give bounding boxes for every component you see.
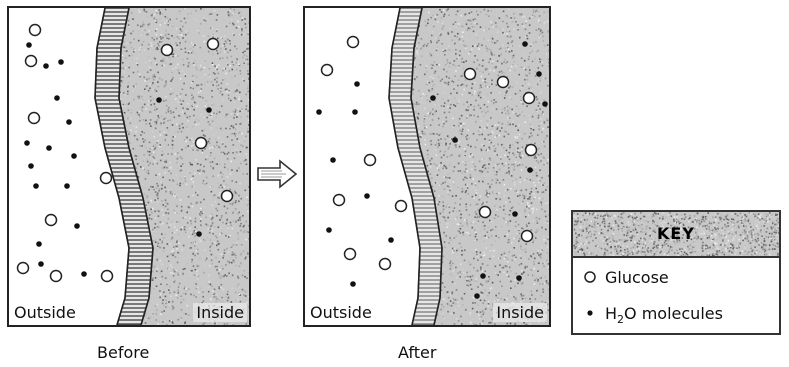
water-molecule [350,281,356,287]
after-caption: After [398,343,436,362]
filled-dot-icon [583,304,605,323]
glucose-molecule [465,69,476,80]
glucose-molecule [51,271,62,282]
water-molecule [43,63,49,69]
glucose-molecule [18,263,29,274]
before-panel: Outside Inside [7,6,251,327]
glucose-molecule [396,201,407,212]
glucose-molecule [101,173,112,184]
water-molecule [512,211,518,217]
water-molecule [71,153,77,159]
after-outside-label: Outside [307,303,375,322]
key-row-water: H2O molecules [583,304,723,326]
water-molecule [33,183,39,189]
water-molecule [388,237,394,243]
key-box: KEY Glucose H2O molecules [571,210,781,335]
water-molecule [24,140,30,146]
glucose-molecule [29,113,40,124]
key-row-glucose: Glucose [583,268,669,287]
water-molecule [474,293,480,299]
glucose-molecule [208,39,219,50]
glucose-label: Glucose [605,268,669,287]
glucose-molecule [380,259,391,270]
water-molecule [81,271,87,277]
water-molecule [452,137,458,143]
water-molecule [36,241,42,247]
glucose-molecule [196,138,207,149]
water-molecule [480,273,486,279]
water-molecule [66,119,72,125]
after-diagram [305,8,549,325]
key-title: KEY [573,224,779,243]
glucose-molecule [480,207,491,218]
glucose-molecule [222,191,233,202]
glucose-molecule [526,145,537,156]
glucose-molecule [522,231,533,242]
glucose-molecule [498,77,509,88]
water-molecule [26,42,32,48]
after-inside-label: Inside [493,303,547,322]
glucose-molecule [30,25,41,36]
glucose-molecule [348,37,359,48]
water-molecule [156,97,162,103]
water-molecule [206,107,212,113]
glucose-molecule [322,65,333,76]
water-molecule [527,167,533,173]
water-molecule [326,227,332,233]
water-molecule [38,261,44,267]
water-molecule [522,41,528,47]
before-outside-label: Outside [11,303,79,322]
glucose-molecule [102,271,113,282]
water-molecule [28,163,34,169]
glucose-molecule [46,215,57,226]
open-circle-icon [583,268,605,287]
water-molecule [542,101,548,107]
water-molecule [58,59,64,65]
after-panel: Outside Inside [303,6,551,327]
glucose-molecule [162,45,173,56]
glucose-molecule [345,249,356,260]
before-caption: Before [97,343,149,362]
water-molecule [430,95,436,101]
water-molecule [354,81,360,87]
water-molecule [352,109,358,115]
glucose-molecule [334,195,345,206]
glucose-molecule [26,56,37,67]
right-arrow-icon [256,158,298,190]
water-molecule [364,193,370,199]
water-molecule [54,95,60,101]
water-molecule [516,275,522,281]
water-molecule [316,109,322,115]
glucose-molecule [365,155,376,166]
water-molecule [64,183,70,189]
water-label: H2O molecules [605,304,723,323]
water-molecule [536,71,542,77]
water-molecule [330,157,336,163]
before-inside-label: Inside [193,303,247,322]
before-diagram [9,8,249,325]
water-molecule [46,145,52,151]
glucose-molecule [524,93,535,104]
water-molecule [196,231,202,237]
water-molecule [74,223,80,229]
key-header: KEY [573,212,779,258]
